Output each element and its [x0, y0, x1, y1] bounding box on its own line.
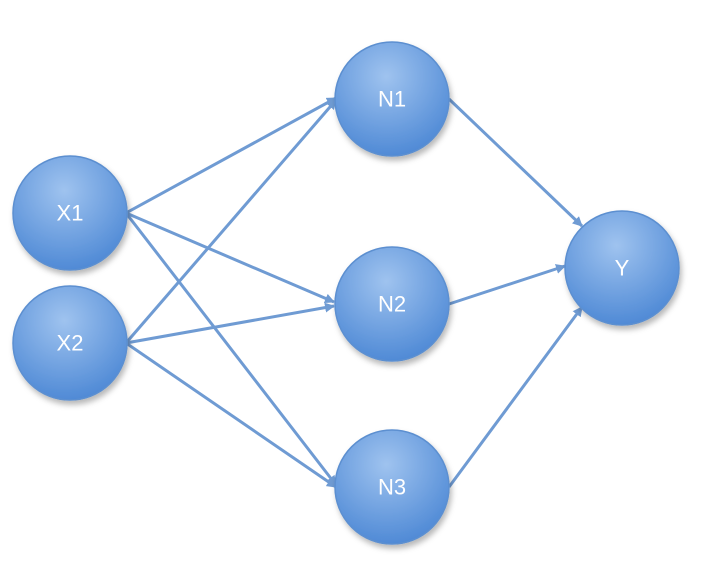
node-x2: X2	[12, 285, 128, 401]
node-n3: N3	[334, 429, 450, 545]
node-label-x2: X2	[57, 331, 84, 356]
node-circle-y	[564, 210, 680, 326]
node-circle-n1	[334, 41, 450, 157]
node-x1: X1	[12, 155, 128, 271]
node-label-n3: N3	[378, 475, 406, 500]
node-n2: N2	[334, 246, 450, 362]
edge-x1-to-n2	[125, 211, 335, 304]
node-circle-x2	[12, 285, 128, 401]
edge-n2-to-y	[448, 264, 566, 306]
node-label-n1: N1	[378, 87, 406, 112]
node-circle-n2	[334, 246, 450, 362]
node-y: Y	[564, 210, 680, 326]
edges-layer	[124, 96, 584, 489]
edge-x2-to-n3	[125, 341, 337, 489]
node-label-n2: N2	[378, 292, 406, 317]
edge-n3-to-y	[447, 306, 584, 488]
node-circle-n3	[334, 429, 450, 545]
edge-x2-to-n1	[124, 99, 338, 344]
node-circle-x1	[12, 155, 128, 271]
edge-x1-to-n3	[124, 212, 338, 486]
node-label-y: Y	[615, 256, 630, 281]
edge-x1-to-n1	[125, 96, 337, 215]
node-n1: N1	[334, 41, 450, 157]
edge-x2-to-n2	[125, 302, 335, 345]
node-label-x1: X1	[57, 201, 84, 226]
edge-n1-to-y	[447, 97, 584, 228]
